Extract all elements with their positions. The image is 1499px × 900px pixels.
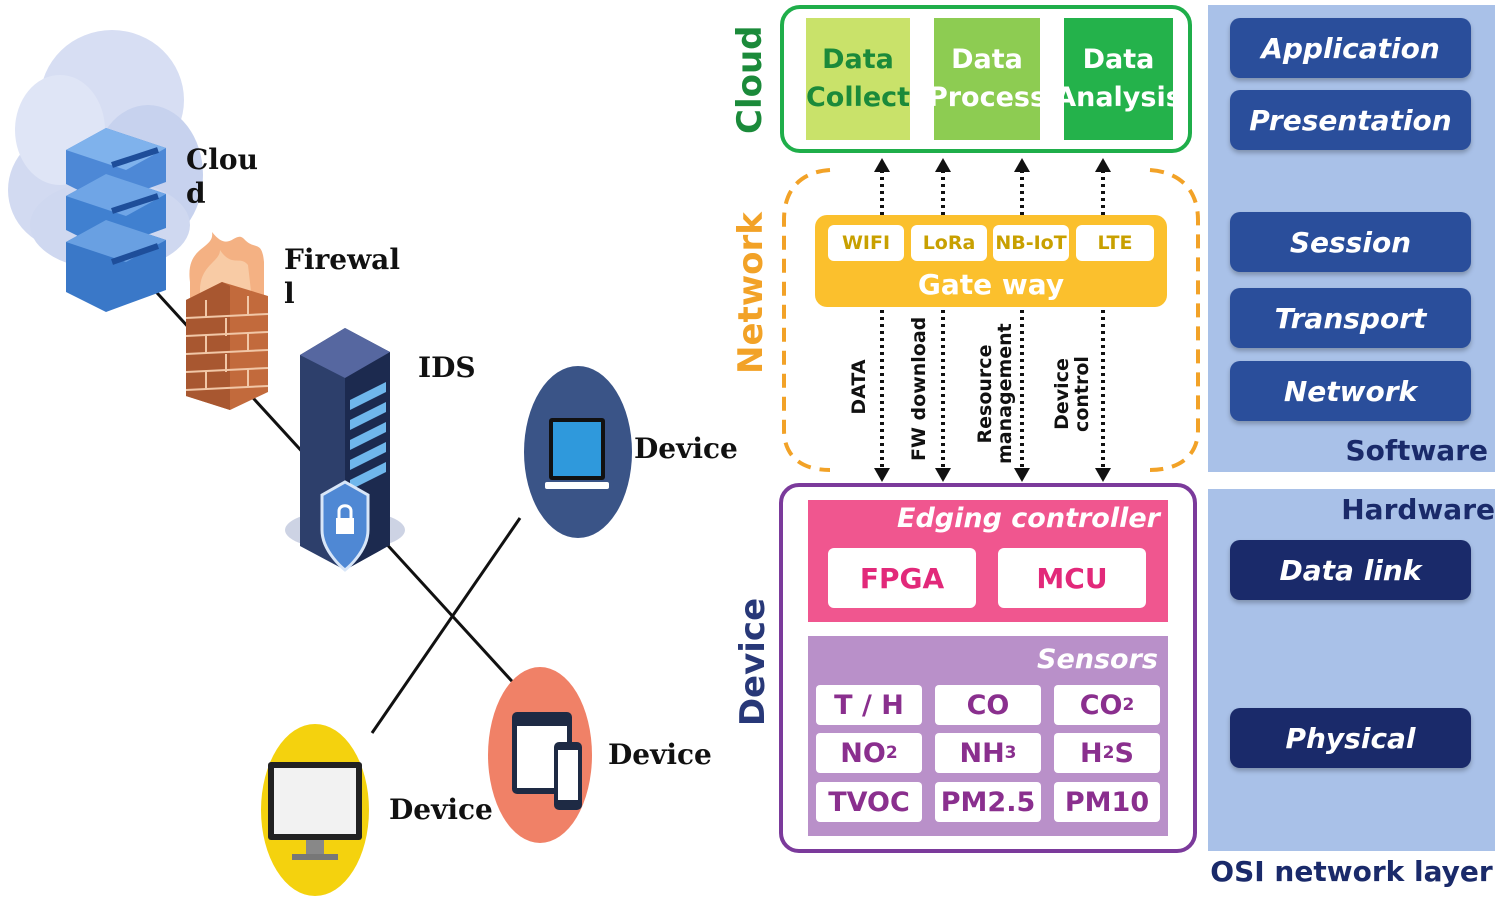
data-analysis-box: Data Analysis (1055, 18, 1182, 140)
tablet-device-icon (488, 667, 592, 843)
protocol-nbiot: NB-IoT (993, 225, 1069, 261)
osi-network: Network (1230, 361, 1471, 421)
cloud-side-label: Cloud (730, 25, 770, 134)
osi-physical: Physical (1230, 708, 1471, 768)
osi-presentation: Presentation (1230, 90, 1471, 150)
cloud-label: Clou d (186, 143, 258, 210)
gateway-label: Gate way (917, 267, 1065, 301)
arrow-label-device-control: Device control (1051, 356, 1093, 432)
data-process-box: Data Process (928, 18, 1046, 140)
network-side-label: Network (731, 212, 771, 374)
ids-server-icon (285, 328, 405, 572)
cloud-server-icon (66, 128, 166, 312)
device-label-monitor: Device (389, 793, 493, 826)
sensor-co: CO (935, 685, 1041, 725)
osi-application: Application (1230, 18, 1471, 78)
osi-transport: Transport (1230, 288, 1471, 348)
fpga-box: FPGA (828, 548, 976, 608)
device-side-label: Device (733, 597, 773, 727)
osi-session: Session (1230, 212, 1471, 272)
protocol-lora: LoRa (911, 225, 987, 261)
sensors-title: Sensors (1037, 644, 1158, 675)
protocol-lte: LTE (1076, 225, 1154, 261)
hardware-label: Hardware (1341, 493, 1495, 526)
arrow-label-fw-download: FW download (908, 316, 930, 461)
network-illustration (8, 30, 632, 896)
monitor-device-icon (261, 724, 369, 896)
software-label: Software (1345, 434, 1488, 467)
device-label-tablet: Device (608, 738, 712, 771)
sensor-pm25: PM2.5 (935, 782, 1041, 822)
firewall-label: Firewal l (284, 243, 400, 310)
sensor-th: T / H (816, 685, 922, 725)
link-device-device (370, 517, 522, 734)
mcu-box: MCU (998, 548, 1146, 608)
sensor-tvoc: TVOC (816, 782, 922, 822)
ids-label: IDS (418, 351, 476, 384)
laptop-device-icon (524, 366, 632, 538)
data-collect-box: Data Collect (806, 18, 910, 140)
device-label-laptop: Device (634, 432, 738, 465)
sensor-pm10: PM10 (1054, 782, 1160, 822)
osi-caption: OSI network layer (1210, 855, 1493, 888)
firewall-icon (185, 232, 269, 410)
protocol-wifi: WIFI (828, 225, 904, 261)
osi-data-link: Data link (1230, 540, 1471, 600)
arrow-label-resource-management: Resource management (974, 323, 1016, 464)
edging-controller-title: Edging controller (897, 503, 1160, 534)
arrow-label-data: DATA (848, 359, 870, 415)
